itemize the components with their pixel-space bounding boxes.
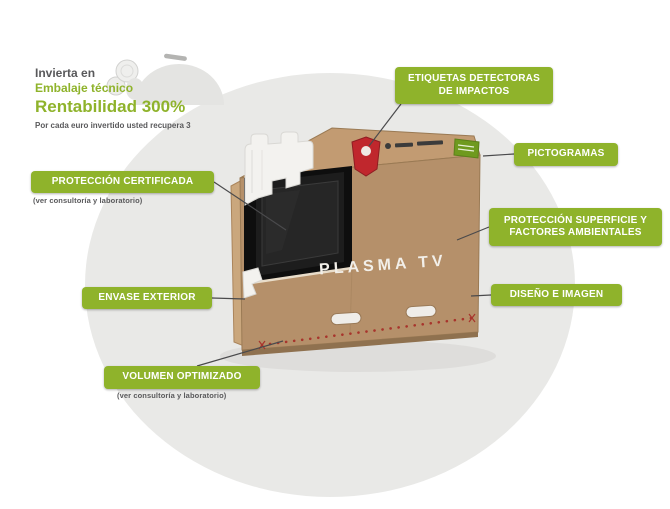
callout-pictogramas: PICTOGRAMAS — [514, 143, 618, 166]
connector-line — [470, 294, 492, 297]
connector-line — [213, 181, 287, 231]
connector-line — [368, 103, 402, 147]
callout-volumen-optimizado-subnote: (ver consultoría y laboratorio) — [117, 391, 227, 400]
foam-protector-bottom — [242, 267, 263, 299]
top-face-print — [385, 140, 444, 149]
callout-proteccion-certificada: PROTECCIÓN CERTIFICADA — [31, 171, 214, 193]
piggy-bank-icon — [106, 53, 224, 105]
callout-proteccion-superficie: PROTECCIÓN SUPERFICIE Y FACTORES AMBIENT… — [489, 208, 662, 246]
header-rentabilidad: Rentabilidad 300% — [35, 97, 186, 116]
header-recupera: Por cada euro invertido usted recupera 3 — [35, 121, 191, 130]
connector-line — [456, 226, 490, 241]
connector-line — [196, 340, 284, 367]
connector-lines — [196, 103, 515, 367]
callout-etiquetas-detectoras: ETIQUETAS DETECTORAS DE IMPACTOS — [395, 67, 553, 104]
callout-diseno-imagen: DISEÑO E IMAGEN — [491, 284, 622, 306]
header-invierta: Invierta en — [35, 66, 96, 80]
box-bottom-edge — [242, 332, 478, 356]
callout-envase-exterior: ENVASE EXTERIOR — [82, 287, 212, 309]
header-embalaje: Embalaje técnico — [35, 81, 134, 95]
impact-sticker-icon — [351, 136, 381, 177]
pictogram-sticker-icon — [453, 138, 480, 159]
callout-proteccion-certificada-subnote: (ver consultoría y laboratorio) — [33, 196, 143, 205]
handle-cutouts — [330, 304, 437, 326]
torn-edge — [243, 266, 353, 286]
callout-volumen-optimizado: VOLUMEN OPTIMIZADO — [104, 366, 260, 389]
packaging-box-illustration: PLASMA TV — [230, 127, 481, 356]
connector-line — [211, 297, 246, 300]
connector-line — [482, 153, 515, 157]
